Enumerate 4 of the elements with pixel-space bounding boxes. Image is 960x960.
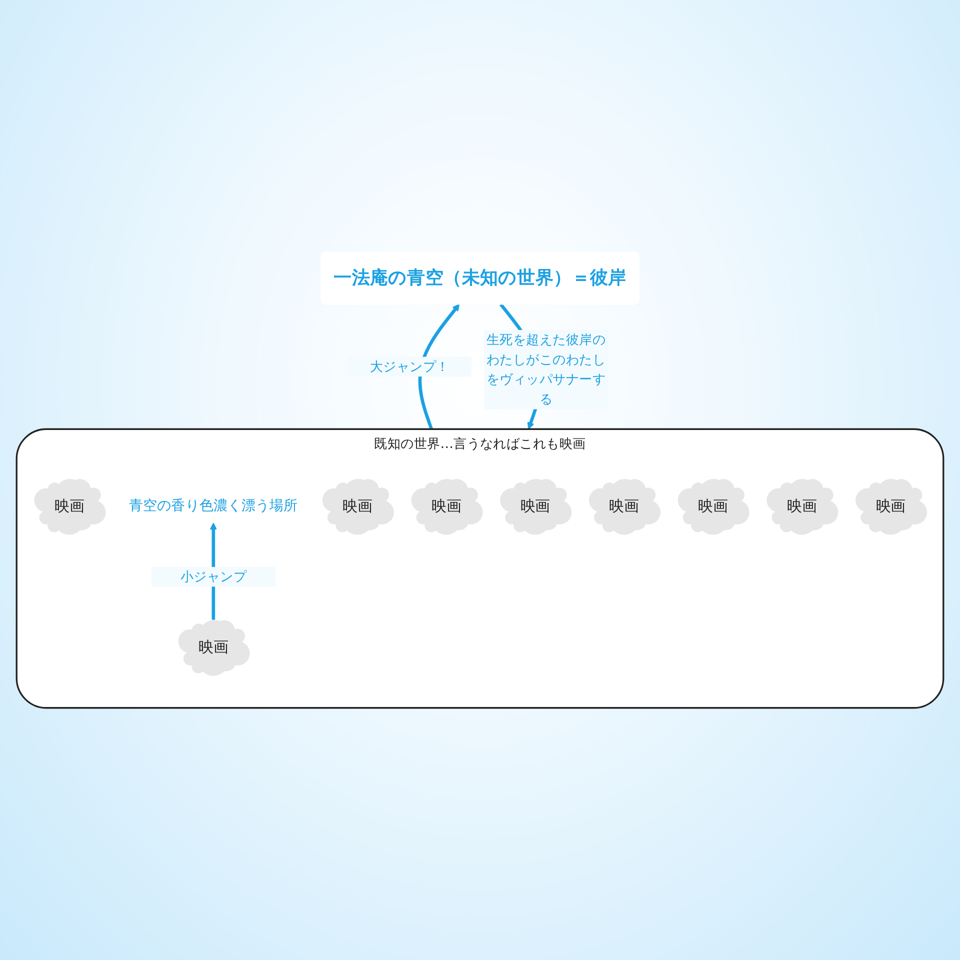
edge-label: 大ジャンプ！ bbox=[370, 358, 450, 374]
edge-label: 生死を超えた彼岸のわたしがこのわたしをヴィッパサナーする bbox=[486, 332, 606, 407]
node-text: 青空の香り色濃く漂う場所 bbox=[129, 497, 298, 514]
edge-label: 小ジャンプ bbox=[180, 568, 247, 584]
